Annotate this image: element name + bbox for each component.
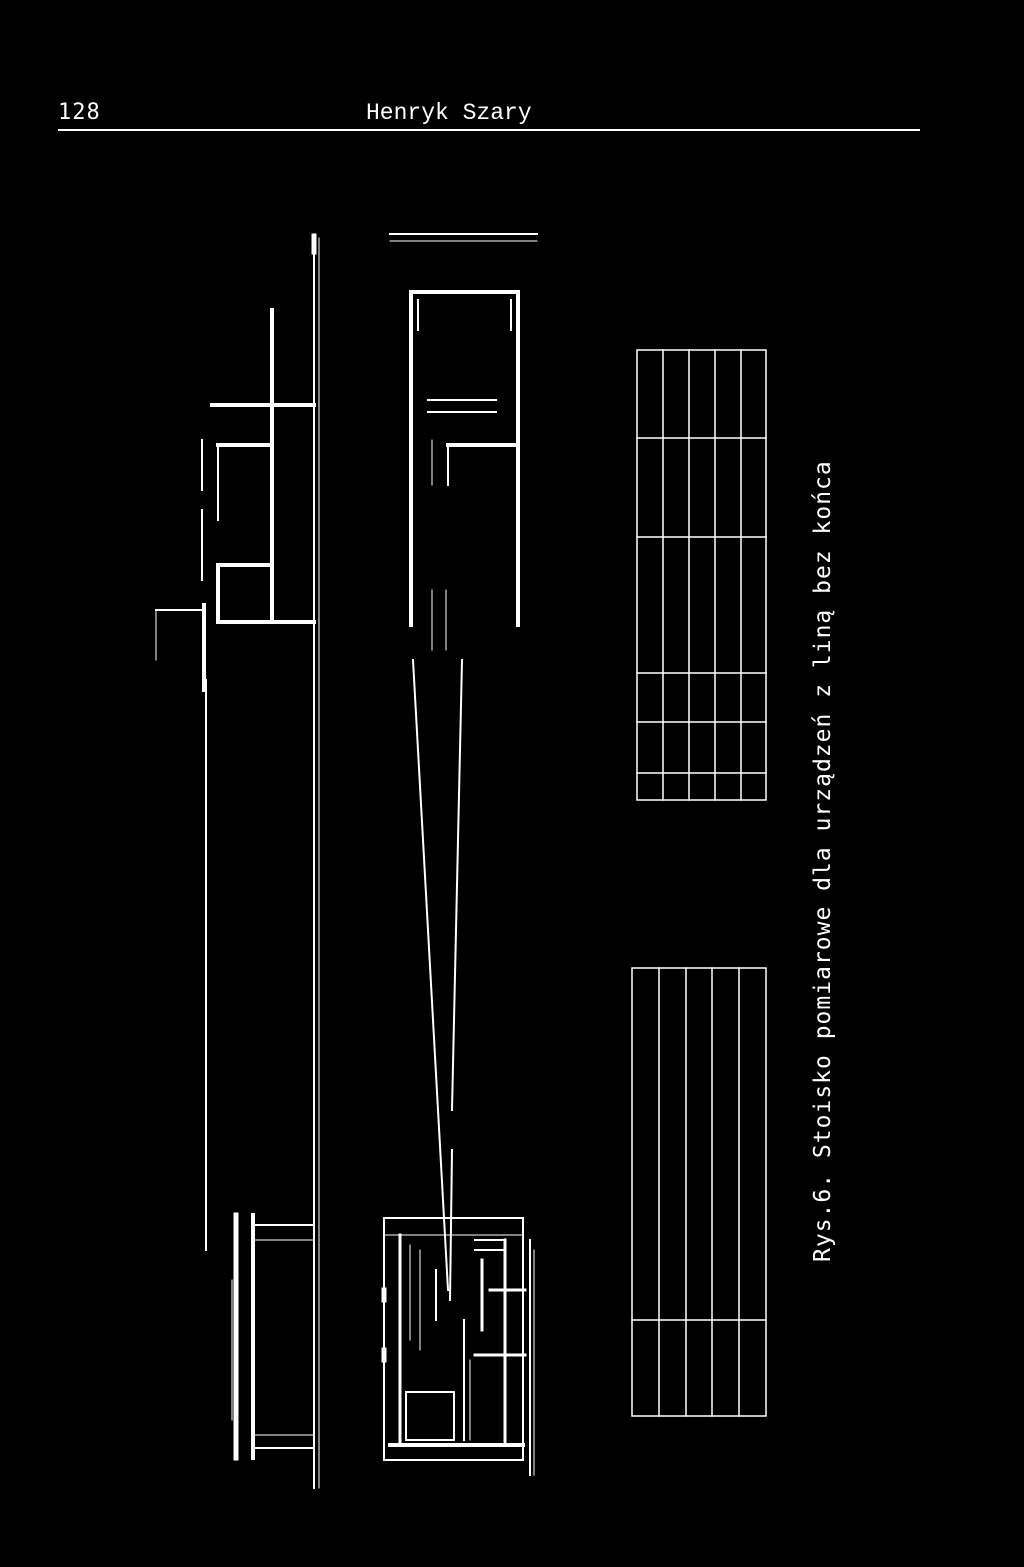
lower-grid bbox=[631, 967, 767, 1417]
header-rule bbox=[58, 129, 920, 131]
top-rails bbox=[389, 233, 538, 242]
running-head-author: Henryk Szary bbox=[366, 100, 532, 126]
lower-box-assembly bbox=[381, 1217, 535, 1476]
left-frame bbox=[205, 233, 320, 1489]
figure-caption: Rys.6. Stoisko pomiarowe dla urządzeń z … bbox=[810, 460, 836, 1262]
endless-rope bbox=[411, 658, 464, 1302]
upper-sheave-housing bbox=[409, 290, 520, 651]
drive-assembly bbox=[155, 308, 316, 692]
tension-stand bbox=[231, 1212, 315, 1461]
upper-grid bbox=[636, 349, 767, 801]
page-number: 128 bbox=[58, 100, 101, 125]
